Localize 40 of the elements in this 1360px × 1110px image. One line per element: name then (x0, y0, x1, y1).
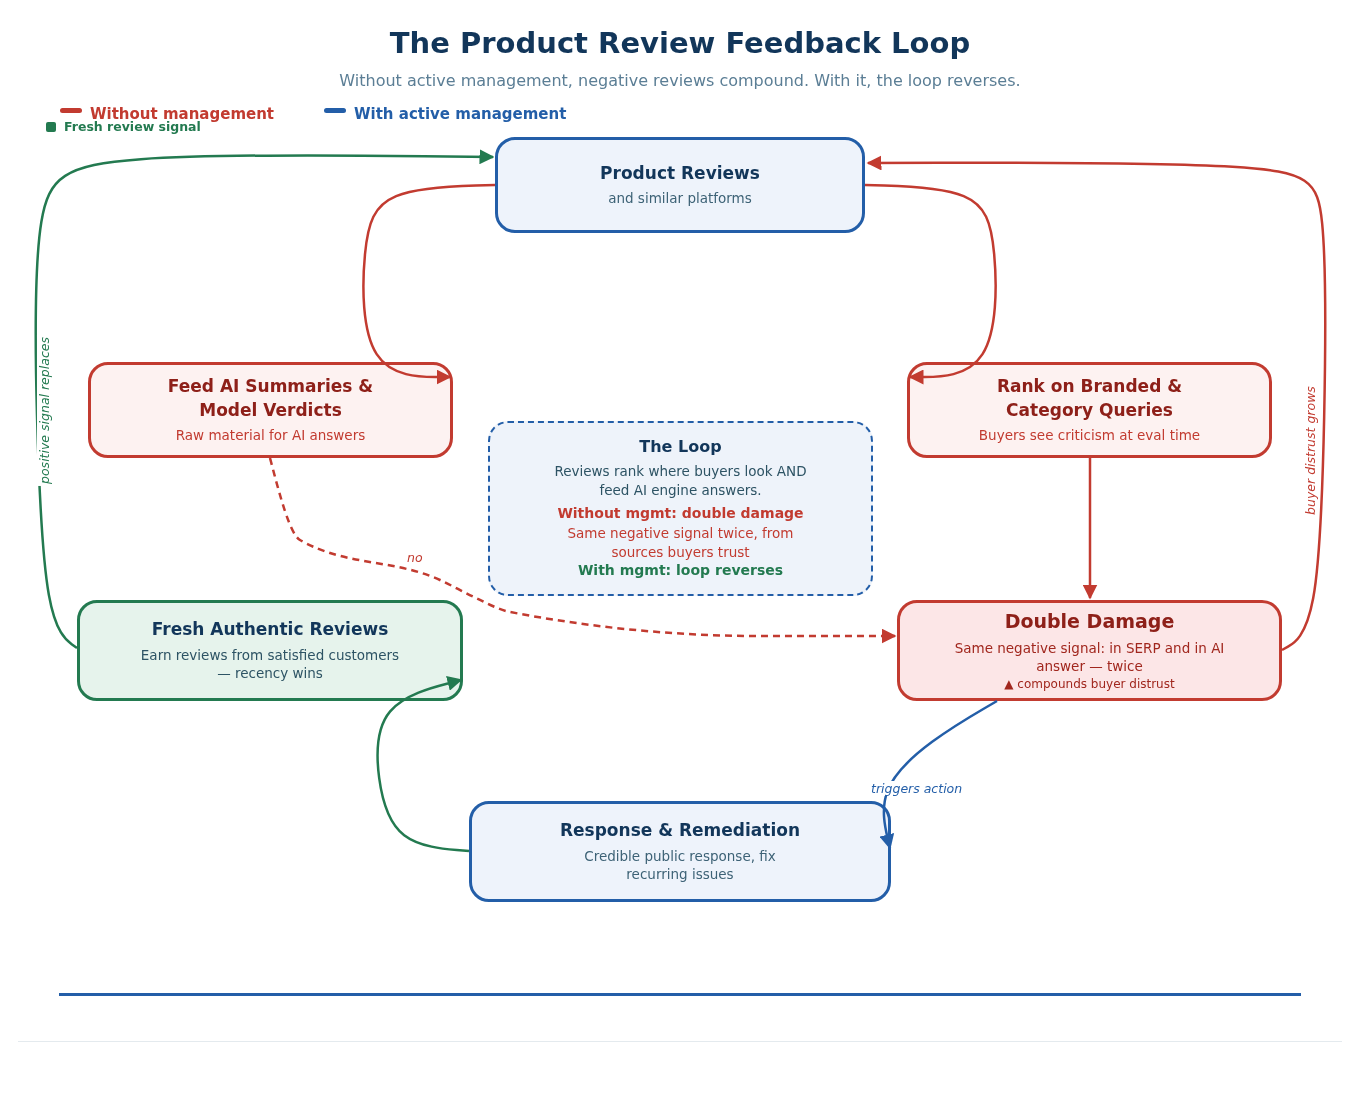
outcome-box (897, 600, 1282, 701)
edge-label: triggers action (869, 781, 965, 796)
box-text: Without mgmt: double damage (557, 504, 804, 524)
box-heading: Double Damage (1004, 608, 1175, 634)
box-heading: The Loop (639, 435, 722, 458)
box-heading: Rank on Branded & Category Queries (995, 374, 1184, 422)
arrow (34, 149, 495, 649)
arrow (362, 183, 496, 385)
box-text: Reviews rank where buyers look AND feed AI engine answers. (553, 462, 808, 501)
legend-label: Fresh review signal (64, 119, 201, 134)
box-heading: Product Reviews (600, 161, 760, 185)
box-text: Credible public response, fix recurring issues (583, 846, 777, 885)
arrow (879, 699, 998, 850)
box-heading: Response & Remediation (559, 818, 801, 842)
note-box (488, 421, 873, 596)
box-heading: Feed AI Summaries & Model Verdicts (166, 374, 375, 422)
box-text: Buyers see criticism at eval time (978, 426, 1201, 446)
dashed-arrow (268, 457, 897, 644)
edge-label: buyer distrust grows (1302, 383, 1318, 517)
box-text: and similar platforms (608, 189, 752, 209)
subtitle: Without active management, negative reviews compound. With it, the loop reverses. (338, 71, 1022, 90)
review-sources-box (495, 137, 865, 233)
box-text: Earn reviews from satisfied customers — recency wins (140, 645, 400, 684)
box-heading: Fresh Authentic Reviews (151, 617, 389, 641)
arrow (1082, 458, 1098, 600)
arrow (866, 155, 1327, 652)
box-text: Same negative signal: in SERP and in AI answer — twice (954, 638, 1225, 677)
box-text: Raw material for AI answers (175, 426, 366, 446)
arrow (376, 676, 470, 853)
arrow (864, 183, 997, 385)
process-box (469, 801, 891, 902)
process-box (77, 600, 463, 701)
edge-label: positive signal replaces (36, 334, 52, 486)
process-box (907, 362, 1272, 458)
process-box (88, 362, 453, 458)
box-text: ▲ compounds buyer distrust (1004, 676, 1175, 694)
legend-label: With active management (354, 105, 567, 123)
title: The Product Review Feedback Loop (388, 26, 972, 60)
box-text: Same negative signal twice, from sources buyers trust (566, 523, 795, 562)
box-text: With mgmt: loop reverses (577, 561, 784, 581)
